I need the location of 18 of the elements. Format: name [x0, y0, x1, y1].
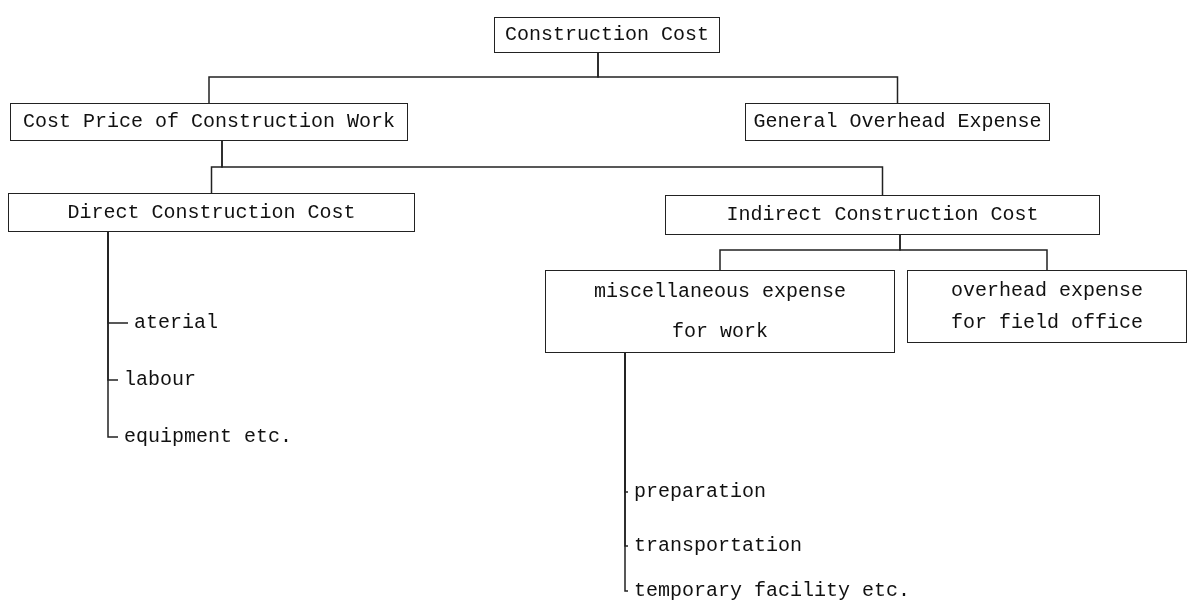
item-text: labour	[124, 368, 196, 392]
cost-box: Indirect Construction Cost	[665, 195, 1100, 235]
connector-line	[624, 352, 629, 592]
cost-box: overhead expense for field office	[907, 270, 1187, 343]
cost-box: Cost Price of Construction Work	[10, 103, 408, 141]
cost-box: miscellaneous expense for work	[545, 270, 895, 353]
cost-box: Direct Construction Cost	[8, 193, 415, 232]
connector-line	[597, 52, 899, 104]
item-text: preparation	[634, 480, 767, 504]
connector-line	[107, 231, 119, 438]
cost-box: General Overhead Expense	[745, 103, 1050, 141]
connector-line	[899, 234, 1048, 271]
item-text: transportation	[634, 534, 803, 558]
cost-box: Construction Cost	[494, 17, 720, 53]
item-text: equipment etc.	[124, 425, 293, 449]
connector-line	[221, 140, 884, 196]
item-text: temporary facility etc.	[634, 579, 911, 603]
item-text: aterial	[134, 311, 218, 335]
